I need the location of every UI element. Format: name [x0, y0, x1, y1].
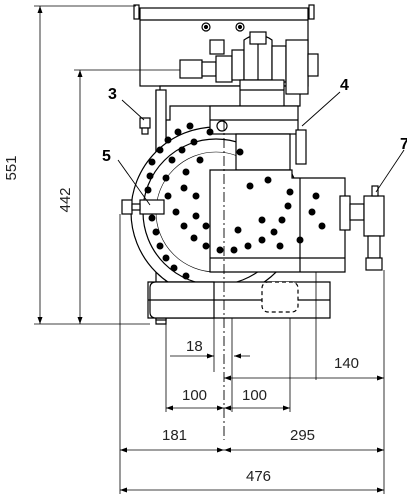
cylinder-head — [209, 105, 307, 171]
dim-left-181: 181 — [162, 427, 187, 444]
suction-valve-right — [349, 185, 385, 271]
callouts — [117, 91, 405, 206]
dim-side-140: 140 — [334, 355, 359, 372]
dimension-lines — [34, 5, 385, 494]
base-feet — [147, 281, 331, 319]
flange-bolts — [144, 122, 326, 280]
callout-3: 3 — [108, 86, 117, 103]
dim-right-100: 100 — [242, 387, 267, 404]
side-valve-left — [121, 199, 165, 215]
dim-left-100: 100 — [182, 387, 207, 404]
compressor-body — [121, 4, 385, 325]
callout-4: 4 — [340, 77, 349, 94]
dim-overall-height: 551 — [3, 155, 20, 180]
dim-right-295: 295 — [290, 427, 315, 444]
oil-fitting-3 — [139, 117, 151, 135]
pump-body — [209, 169, 351, 273]
callout-7: 7 — [400, 136, 407, 153]
dim-base-height: 442 — [57, 187, 74, 212]
discharge-piping — [179, 31, 319, 107]
dim-offset-18: 18 — [186, 338, 203, 355]
dim-overall-width: 476 — [246, 468, 271, 485]
callout-5: 5 — [102, 148, 111, 165]
